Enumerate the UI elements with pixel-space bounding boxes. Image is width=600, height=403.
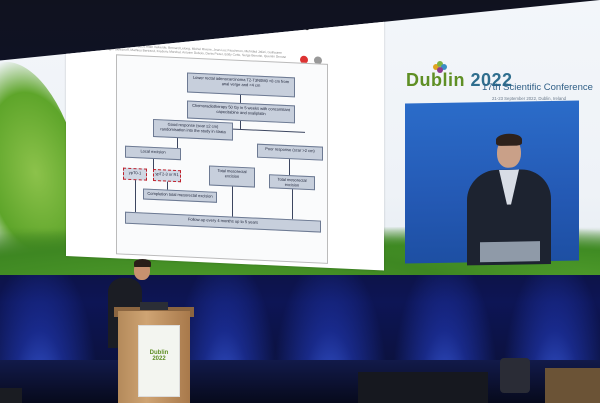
presentation-slide: Organ preservation for rectal cancer (GR… [66, 0, 384, 271]
flow-arrow [153, 158, 154, 169]
flow-box-ypt0-1: ypT0-1 [123, 167, 147, 181]
flow-box-chemoradiotherapy: Chemoradiotherapy 50 Gy in 5 weeks with … [187, 100, 295, 124]
flow-arrow [240, 120, 241, 129]
clover-logo-icon [433, 61, 447, 73]
flow-box-completion-tme: Completion total mesorectal excision [143, 188, 217, 203]
projection-screen: Organ preservation for rectal cancer (GR… [0, 0, 600, 275]
podium-logo-year: 2022 [152, 356, 166, 362]
conference-title: 17th Scientific Conference [482, 82, 593, 93]
event-logo-city: Dublin [406, 70, 465, 90]
flow-box-poor-response: Poor response (scar >2 cm) [257, 143, 323, 161]
trial-flow-diagram: Lower rectal adenocarcinoma T2-T3N0M0 <8… [116, 54, 328, 264]
stage-speaker [0, 388, 22, 403]
flow-arrow [292, 189, 293, 220]
stage-monitor [358, 372, 488, 403]
podium-logo: Dublin 2022 [139, 350, 179, 362]
speaker-hair [496, 133, 522, 146]
flow-box-good-response: Good response (scar ≤2 cm) randomisation… [153, 118, 233, 141]
flow-box-tme-poor: Total mesorectal excision [269, 174, 315, 191]
flow-arrow [232, 186, 233, 217]
laptop [140, 302, 168, 310]
conference-dates: 21-23 September 2022, Dublin, Ireland [492, 96, 567, 101]
chair [500, 358, 530, 393]
flow-arrow [135, 180, 136, 213]
flow-arrow [289, 159, 290, 176]
flow-arrow [167, 181, 168, 190]
video-lectern [480, 241, 540, 263]
flow-box-tme-arm: Total mesorectal excision [209, 165, 255, 188]
event-logo-year: 2022 [470, 70, 513, 90]
event-logo: Dublin 2022 [406, 70, 513, 91]
slide-title: Organ preservation for rectal cancer (GR… [72, 1, 310, 32]
presenter-hair [134, 259, 151, 267]
flow-arrow [240, 94, 241, 103]
podium-logo-city: Dublin [149, 350, 169, 356]
podium-banner [138, 325, 180, 397]
flow-arrow [177, 138, 178, 149]
flow-box-ypt2-3: ypT2-3 or R1 [153, 168, 181, 183]
side-table [545, 368, 600, 403]
live-speaker-video [405, 100, 579, 266]
flow-box-eligibility: Lower rectal adenocarcinoma T2-T3N0M0 <8… [187, 72, 295, 98]
